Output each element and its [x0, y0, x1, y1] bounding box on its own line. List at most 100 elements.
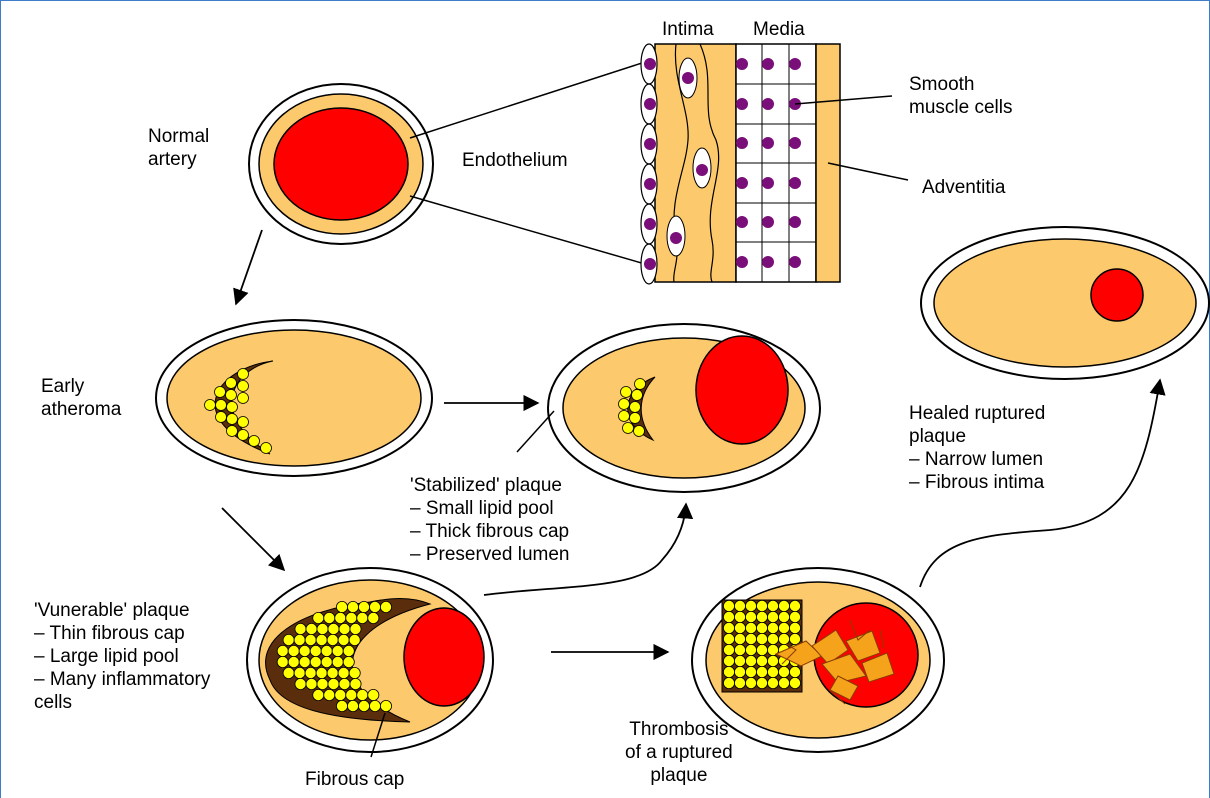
label-fibrous-cap: Fibrous cap [305, 768, 404, 791]
foam-cell [767, 600, 778, 611]
foam-cell [332, 645, 343, 656]
stabilized-plaque [548, 324, 820, 492]
foam-cell [317, 678, 328, 689]
foam-cell [789, 622, 800, 633]
label-intima: Intima [662, 18, 714, 41]
zoom-line-bottom [410, 196, 645, 264]
foam-cell [288, 656, 299, 667]
foam-cell [723, 655, 734, 666]
foam-cell [299, 656, 310, 667]
foam-cell [306, 678, 317, 689]
foam-cell [734, 600, 745, 611]
foam-cell [789, 677, 800, 688]
foam-cell [756, 677, 767, 688]
foam-cell [767, 611, 778, 622]
foam-cell [277, 645, 288, 656]
foam-cell [723, 666, 734, 677]
arrow-early-to-vulnerable [222, 508, 284, 570]
foam-cell [357, 612, 368, 623]
foam-cell [295, 678, 306, 689]
foam-cell [745, 655, 756, 666]
label-thrombosis: Thrombosis of a ruptured plaque [625, 718, 733, 787]
foam-cell [338, 634, 349, 645]
foam-cell [347, 700, 358, 711]
foam-cell [767, 655, 778, 666]
foam-cell [283, 634, 294, 645]
foam-cell [349, 634, 360, 645]
label-vulnerable-plaque: 'Vunerable' plaque – Thin fibrous cap – … [34, 599, 210, 714]
foam-cell [316, 634, 327, 645]
foam-cell [346, 689, 357, 700]
foam-cell [294, 667, 305, 678]
foam-cell [723, 622, 734, 633]
foam-cell [327, 667, 338, 678]
foam-cell [349, 667, 360, 678]
foam-cell [756, 600, 767, 611]
foam-cell [745, 677, 756, 688]
arrow-normal-to-early [236, 230, 262, 304]
foam-cell [380, 700, 391, 711]
foam-cell [745, 622, 756, 633]
foam-cell [723, 611, 734, 622]
foam-cell [723, 644, 734, 655]
foam-cell [358, 700, 369, 711]
foam-cell [734, 622, 745, 633]
label-stabilized-plaque: 'Stabilized' plaque – Small lipid pool –… [410, 474, 569, 566]
foam-cell [734, 677, 745, 688]
foam-cell [756, 644, 767, 655]
foam-cell [332, 656, 343, 667]
label-smooth-muscle-cells: Smooth muscle cells [909, 73, 1012, 119]
foam-cell [756, 655, 767, 666]
foam-cell [789, 611, 800, 622]
healed-plaque [921, 227, 1209, 379]
label-healed-plaque: Healed ruptured plaque – Narrow lumen – … [909, 402, 1045, 494]
foam-cell [745, 600, 756, 611]
foam-cell [343, 656, 354, 667]
foam-cell [324, 689, 335, 700]
label-normal-artery: Normal artery [148, 125, 209, 171]
foam-cell [299, 645, 310, 656]
foam-cell [313, 612, 324, 623]
foam-cell [767, 633, 778, 644]
foam-cell [369, 700, 380, 711]
foam-cell [339, 623, 350, 634]
foam-cell [328, 623, 339, 634]
foam-cell [313, 689, 324, 700]
foam-cell [294, 634, 305, 645]
foam-cell [321, 645, 332, 656]
foam-cell [734, 644, 745, 655]
foam-cell [734, 655, 745, 666]
label-media: Media [753, 18, 805, 41]
foam-cell [305, 634, 316, 645]
foam-cell [347, 601, 358, 612]
foam-cell [357, 689, 368, 700]
foam-cell [756, 666, 767, 677]
foam-cell [310, 656, 321, 667]
foam-cell [756, 611, 767, 622]
foam-cell [789, 600, 800, 611]
foam-cell [745, 666, 756, 677]
foam-cell [368, 612, 379, 623]
foam-cell [339, 678, 350, 689]
vulnerable-plaque [247, 568, 493, 752]
foam-cell [336, 601, 347, 612]
foam-cell [734, 611, 745, 622]
foam-cell [778, 600, 789, 611]
foam-cell [327, 634, 338, 645]
foam-cell [380, 601, 391, 612]
foam-cell [338, 667, 349, 678]
foam-cell [723, 633, 734, 644]
normal-artery [249, 84, 433, 244]
foam-cell [350, 678, 361, 689]
zoom-line-top [410, 62, 645, 138]
foam-cell [328, 678, 339, 689]
foam-cell [283, 667, 294, 678]
foam-cell [343, 645, 354, 656]
label-early-atheroma: Early atheroma [41, 375, 121, 421]
foam-cell [277, 656, 288, 667]
foam-cell [778, 666, 789, 677]
foam-cell [734, 666, 745, 677]
foam-cell [310, 645, 321, 656]
early-atheroma [156, 320, 432, 476]
foam-cell [745, 644, 756, 655]
